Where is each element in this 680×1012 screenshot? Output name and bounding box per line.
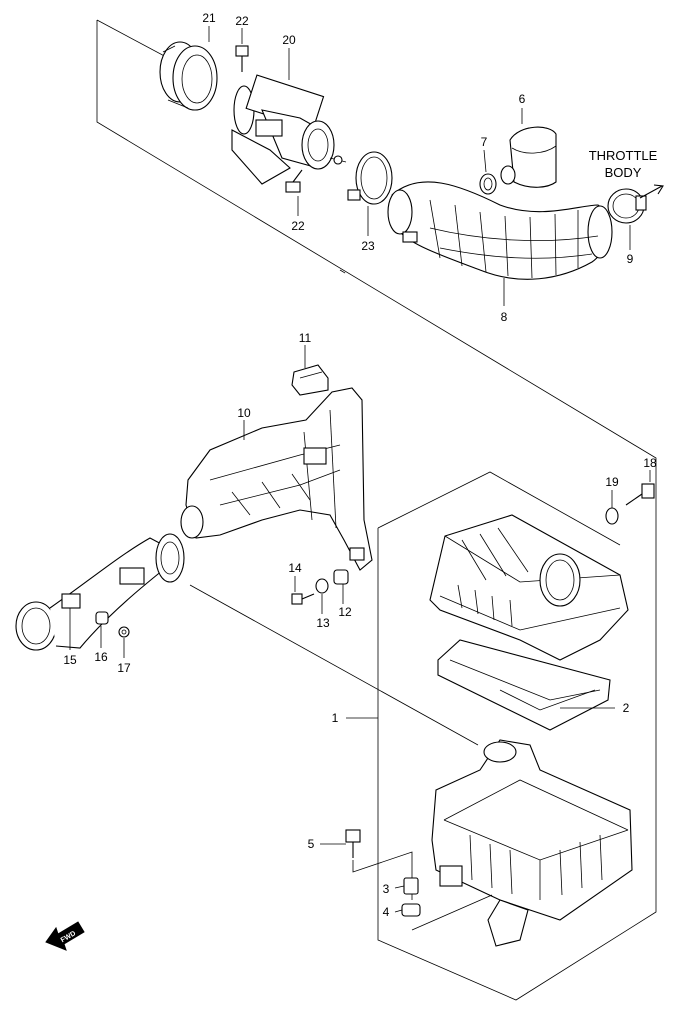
- callout-5: 5: [308, 837, 315, 851]
- callout-23: 23: [361, 239, 375, 253]
- callout-21: 21: [202, 11, 216, 25]
- part-13-washer: [315, 578, 329, 594]
- air-cleaner-lid: [429, 514, 629, 661]
- part-22-bolt-bottom: [285, 169, 303, 193]
- part-18-sensor: [625, 483, 655, 506]
- callout-17: 17: [117, 661, 131, 675]
- callout-16: 16: [94, 650, 108, 664]
- callout-1: 1: [332, 711, 339, 725]
- part-2-filter: [437, 639, 611, 731]
- part-19-grommet: [605, 507, 619, 525]
- part-14-bolt: [291, 593, 315, 605]
- assembly-lines: [189, 269, 493, 931]
- callout-8: 8: [501, 310, 508, 324]
- part-20-airflow-meter: [231, 74, 347, 185]
- air-cleaner-case: [431, 739, 633, 947]
- callout-22-bottom: 22: [291, 219, 305, 233]
- throttle-label-line-1: THROTTLE: [589, 148, 658, 163]
- part-5-bolt: [345, 829, 413, 900]
- part-11-clip: [291, 364, 329, 396]
- part-17-nut: [118, 626, 130, 638]
- throttle-label-line-2: BODY: [605, 165, 642, 180]
- part-23-clamp: [347, 151, 393, 205]
- callout-7: 7: [481, 135, 488, 149]
- part-10-inlet-duct: [180, 387, 373, 571]
- callouts: 1 2 3 4 5 6 7 8 9 10 11 12 13 14 15 16 1…: [63, 11, 657, 919]
- fwd-arrow-icon: FWD: [45, 921, 85, 951]
- callout-3: 3: [383, 882, 390, 896]
- part-16-grommet: [95, 611, 109, 625]
- callout-19: 19: [605, 475, 619, 489]
- part-6-cap: [500, 126, 557, 188]
- part-21-seal: [159, 41, 218, 111]
- callout-6: 6: [519, 92, 526, 106]
- callout-9: 9: [627, 252, 634, 266]
- part-15-snorkel: [15, 533, 185, 651]
- leader-lines: [69, 26, 651, 913]
- part-3-collar: [403, 877, 419, 895]
- callout-18: 18: [643, 456, 657, 470]
- callout-2: 2: [623, 701, 630, 715]
- part-22-bolt-top: [235, 45, 249, 72]
- part-8-intake-hose: [387, 181, 613, 280]
- part-9-clamp: [607, 184, 664, 224]
- callout-12: 12: [338, 605, 352, 619]
- part-12-grommet: [333, 569, 349, 585]
- callout-15: 15: [63, 653, 77, 667]
- callout-4: 4: [383, 905, 390, 919]
- lower-frame: [377, 471, 657, 1001]
- callout-20: 20: [282, 33, 296, 47]
- callout-22-top: 22: [235, 14, 249, 28]
- callout-10: 10: [237, 406, 251, 420]
- callout-14: 14: [288, 561, 302, 575]
- callout-13: 13: [316, 616, 330, 630]
- part-7-clamp: [479, 173, 497, 195]
- part-4-grommet: [401, 903, 421, 917]
- callout-11: 11: [299, 331, 312, 345]
